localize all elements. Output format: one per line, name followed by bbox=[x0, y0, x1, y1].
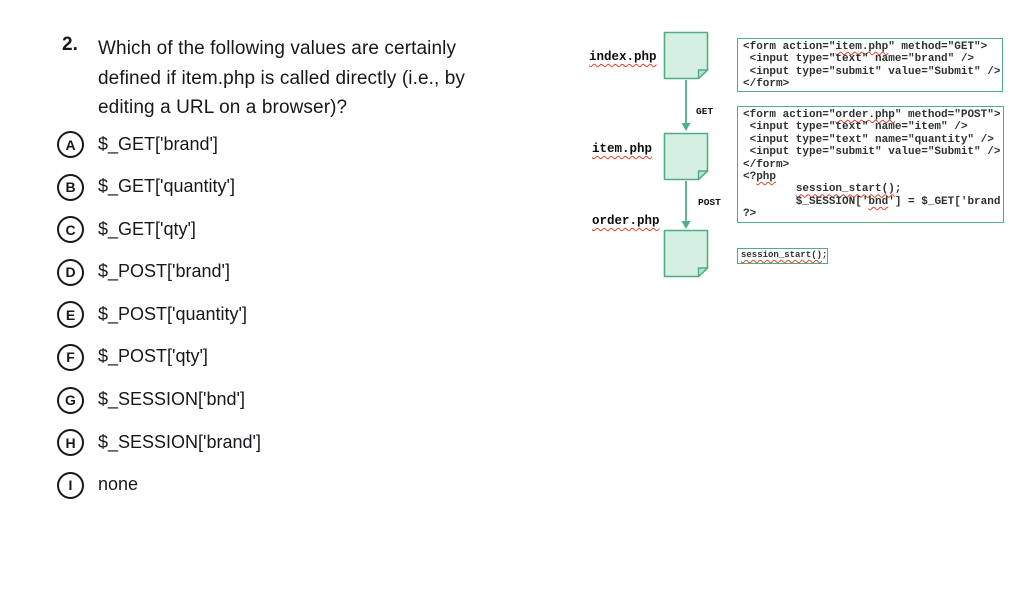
option-b-bubble[interactable]: B bbox=[57, 173, 84, 201]
option-i-label: none bbox=[98, 474, 139, 495]
option-a[interactable]: A $_GET['brand'] bbox=[57, 131, 261, 158]
option-b[interactable]: B $_GET['quantity'] bbox=[57, 173, 261, 201]
arrow-down-get-icon bbox=[681, 80, 691, 131]
option-f-bubble[interactable]: F bbox=[57, 343, 84, 371]
option-d-bubble[interactable]: D bbox=[57, 258, 84, 286]
document-icon-index bbox=[663, 31, 709, 80]
option-g-bubble[interactable]: G bbox=[57, 386, 84, 414]
arrow-label-get: GET bbox=[696, 106, 714, 117]
file-label-item-php: item.php bbox=[592, 142, 653, 156]
options-list: A $_GET['brand'] B $_GET['quantity'] C $… bbox=[57, 131, 261, 514]
code-box-index-php: <form action="item.php" method="GET"> <i… bbox=[737, 38, 1003, 92]
option-e-bubble[interactable]: E bbox=[57, 301, 84, 329]
arrow-down-post-icon bbox=[681, 181, 691, 229]
option-h[interactable]: H $_SESSION['brand'] bbox=[57, 429, 261, 457]
file-label-index-php: index.php bbox=[589, 50, 657, 64]
option-f[interactable]: F $_POST['qty'] bbox=[57, 343, 261, 371]
option-a-bubble[interactable]: A bbox=[57, 131, 84, 158]
option-f-label: $_POST['qty'] bbox=[98, 346, 208, 367]
option-c[interactable]: C $_GET['qty'] bbox=[57, 216, 261, 244]
arrow-label-post: POST bbox=[698, 197, 721, 208]
option-e[interactable]: E $_POST['quantity'] bbox=[57, 301, 261, 329]
document-icon-item bbox=[663, 132, 709, 181]
option-d-label: $_POST['brand'] bbox=[98, 261, 230, 282]
code-box-order-php: session_start(); bbox=[737, 248, 828, 264]
option-h-bubble[interactable]: H bbox=[57, 429, 84, 457]
option-c-bubble[interactable]: C bbox=[57, 216, 84, 244]
option-i-bubble[interactable]: I bbox=[57, 471, 84, 499]
document-icon-order bbox=[663, 229, 709, 278]
code-box-item-php: <form action="order.php" method="POST"> … bbox=[737, 106, 1004, 223]
option-b-label: $_GET['quantity'] bbox=[98, 176, 235, 197]
option-h-label: $_SESSION['brand'] bbox=[98, 431, 261, 452]
question-number: 2. bbox=[62, 34, 78, 55]
file-label-order-php: order.php bbox=[592, 214, 660, 228]
option-c-label: $_GET['qty'] bbox=[98, 218, 196, 239]
option-d[interactable]: D $_POST['brand'] bbox=[57, 258, 261, 286]
option-g-label: $_SESSION['bnd'] bbox=[98, 389, 245, 410]
option-g[interactable]: G $_SESSION['bnd'] bbox=[57, 386, 261, 414]
option-a-label: $_GET['brand'] bbox=[98, 133, 218, 154]
option-i[interactable]: I none bbox=[57, 471, 261, 499]
option-e-label: $_POST['quantity'] bbox=[98, 303, 247, 324]
question-text: Which of the following values are certai… bbox=[98, 38, 466, 118]
